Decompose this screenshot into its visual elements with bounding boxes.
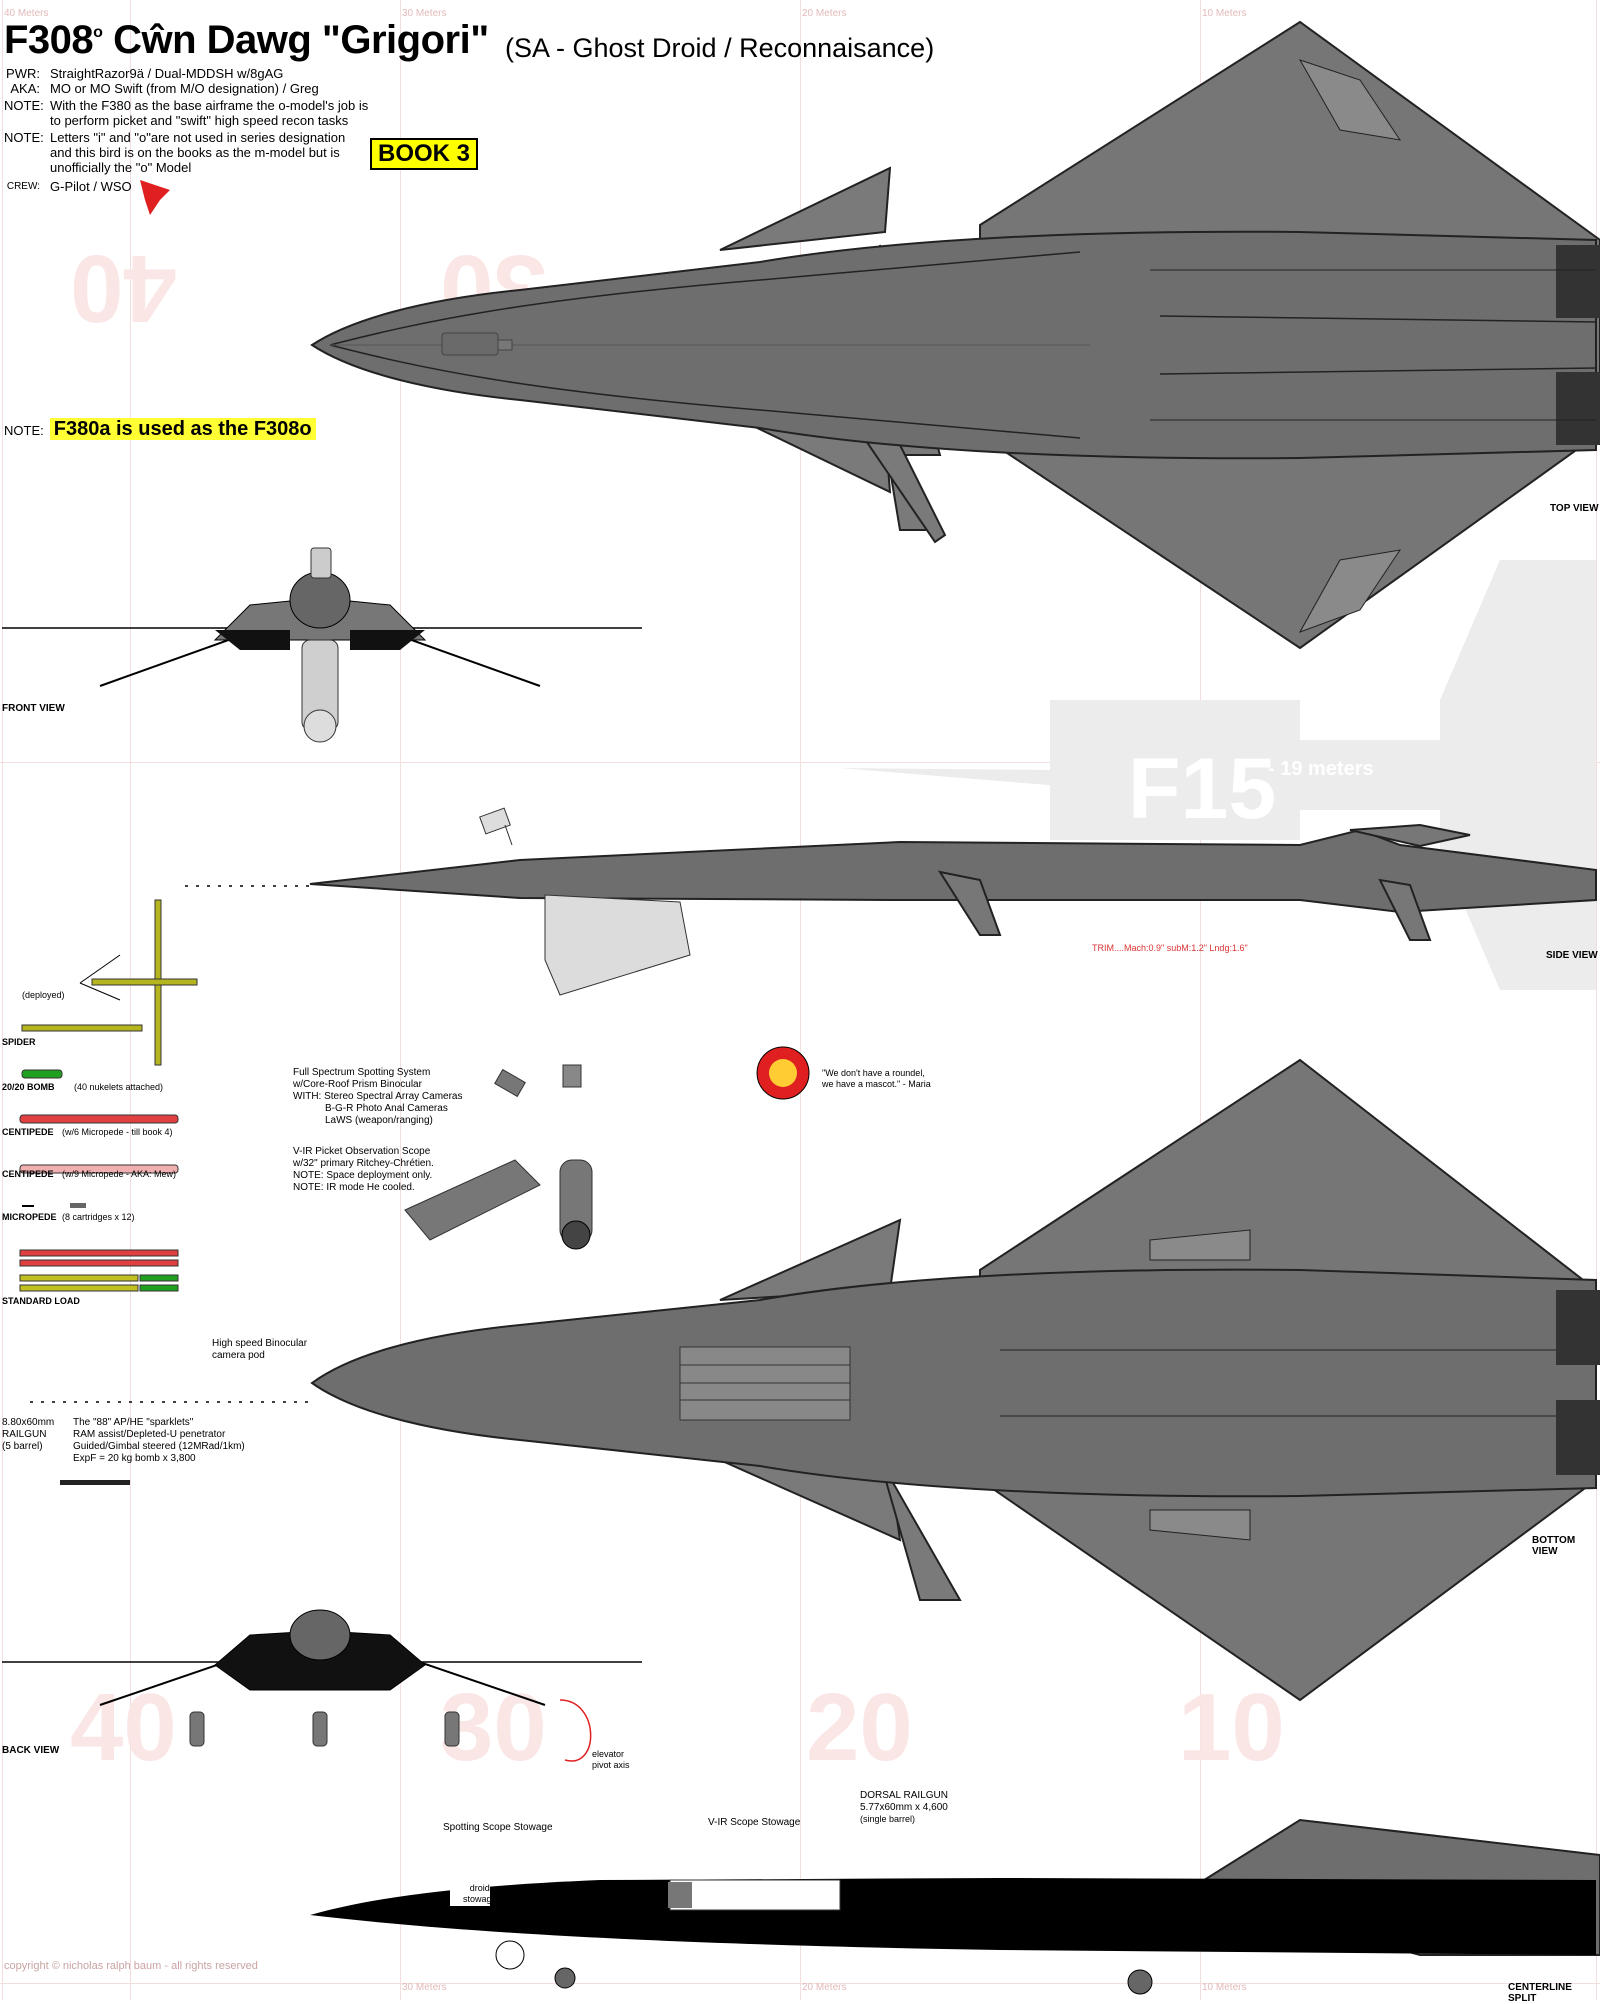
f15-size: - 19 meters [1268,758,1374,780]
bomb-note: (40 nukelets attached) [74,1082,164,1092]
micropede-label: MICROPEDE [2,1212,57,1222]
ghost-number: 40 [70,1674,177,1781]
vir-scope-note: V-IR Picket Observation Scope w/32" prim… [293,1146,434,1193]
centipede2-label: CENTIPEDE [2,1169,54,1179]
grid-line [800,0,801,2000]
grid-line [1200,0,1201,2000]
meter-label: 20 Meters [802,8,847,19]
f15-label: F15 [1128,741,1277,837]
ghost-number: 10 [1178,1674,1285,1781]
spec-value: With the F380 as the base airframe the o… [50,98,369,128]
spec-value: Letters "i" and "o"are not used in serie… [50,130,346,175]
book-badge: BOOK 3 [370,138,479,170]
meter-label: 10 Meters [1202,8,1247,19]
spec-key: NOTE: [4,130,44,145]
centipede2-note: (w/9 Micropede - AKA: Mew) [62,1169,177,1179]
view-label-side: SIDE VIEW [1546,950,1598,961]
centipede1-label: CENTIPEDE [2,1127,54,1137]
view-label-centerline: CENTERLINE SPLIT [1508,1982,1572,2004]
spec-block: PWR: StraightRazor9ä / Dual-MDDSH w/8gAG… [0,66,380,194]
camera-pod-label: High speed Binocular camera pod [212,1338,308,1361]
dorsal-railgun-label: DORSAL RAILGUN 5.77x60mm x 4,600 (single… [860,1790,948,1824]
vir-stowage-label: V-IR Scope Stowage [708,1817,801,1828]
spec-value: G-Pilot / WSO [50,179,132,194]
meter-label: 20 Meters [802,1982,847,1993]
spec-value: MO or MO Swift (from M/O designation) / … [50,81,319,96]
spotting-system-note: Full Spectrum Spotting System w/Core-Roo… [293,1067,463,1126]
page-subtitle: (SA - Ghost Droid / Reconnaisance) [505,33,935,63]
elevator-pivot-label: elevator pivot axis [592,1749,630,1770]
railgun-label: 8.80x60mm RAILGUN (5 barrel) [2,1417,55,1452]
meter-label: 10 Meters [1202,1982,1247,1993]
grid-line [1596,0,1597,2000]
standard-load-label: STANDARD LOAD [2,1296,80,1306]
spider-label: SPIDER [2,1037,36,1047]
base-airframe-note: NOTE:F380a is used as the F308o [4,418,316,441]
grid-line [0,762,1600,763]
view-label-back: BACK VIEW [2,1745,60,1756]
view-label-front: FRONT VIEW [2,703,65,714]
spec-key: AKA: [10,81,40,96]
spec-key: NOTE: [4,98,44,113]
railgun-ammo: The "88" AP/HE "sparklets" RAM assist/De… [73,1417,245,1464]
grid-line [130,0,131,2000]
micropede-note: (8 cartridges x 12) [62,1212,135,1222]
copyright-notice: copyright © nicholas ralph baum - all ri… [4,1960,258,1972]
meter-label: 40 Meters [4,8,49,19]
grid-line [400,0,401,2000]
spider-deployed-note: (deployed) [22,990,65,1000]
meter-label: 30 Meters [402,8,447,19]
meter-label: 30 Meters [402,1982,447,1993]
trim-note: TRIM....Mach:0.9" subM:1.2" Lndg:1.6" [1092,943,1248,953]
view-label-top: TOP VIEW [1550,503,1599,514]
droid-stowage-label: droid stowage [463,1883,497,1904]
centipede1-note: (w/6 Micropede - till book 4) [62,1127,173,1137]
bomb-label: 20/20 BOMB [2,1082,55,1092]
spotting-stowage-label: Spotting Scope Stowage [443,1822,553,1833]
mascot-quote: "We don't have a roundel, we have a masc… [822,1068,931,1089]
spec-key: CREW: [6,181,40,192]
spec-value: StraightRazor9ä / Dual-MDDSH w/8gAG [50,66,284,81]
page-title: F308o Cŵn Dawg "Grigori" [4,18,489,62]
view-label-bottom: BOTTOM VIEW [1532,1535,1576,1557]
grid-line [2,0,3,2000]
grid-line [0,1983,1600,1984]
spec-key: PWR: [6,66,40,81]
ghost-number: 20 [806,1674,913,1781]
